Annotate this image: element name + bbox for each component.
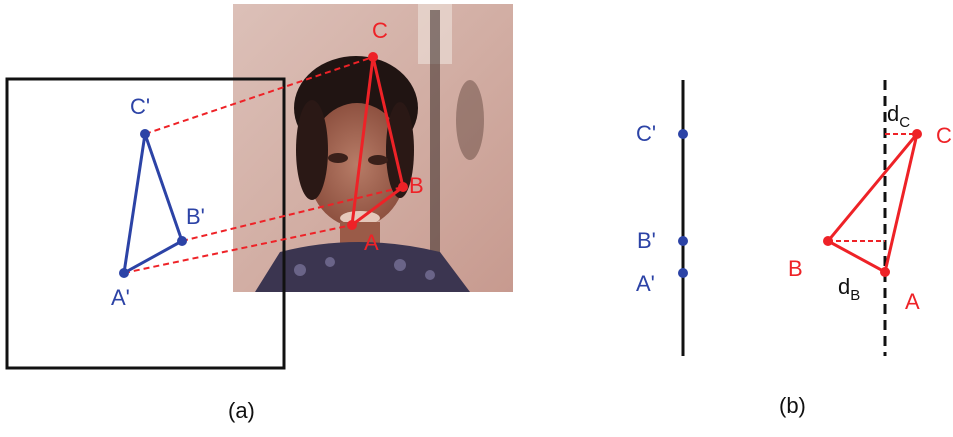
blue-point-a <box>119 268 129 278</box>
correspondence-line-a <box>123 224 353 274</box>
axis-label-a: A' <box>636 271 655 296</box>
distance-label-db-base: d <box>838 274 850 299</box>
distance-label-dc-sub: C <box>899 114 910 131</box>
red-triangle-b <box>823 129 922 277</box>
caption-b: (b) <box>779 393 806 418</box>
distance-label-dc-base: d <box>887 101 899 126</box>
red-label-b: B <box>409 173 424 198</box>
red-point-b <box>398 182 408 192</box>
axis-label-c: C' <box>636 121 656 146</box>
red-label-c-b: C <box>936 123 952 148</box>
red-point-a-b <box>880 267 890 277</box>
axis-point-b <box>678 236 688 246</box>
detection-box <box>5 77 286 370</box>
distance-label-db-sub: B <box>850 287 860 304</box>
red-label-a-b: A <box>905 289 920 314</box>
distance-label-dc: dC <box>887 101 910 131</box>
blue-triangle-a <box>119 129 187 278</box>
correspondence-line-b <box>181 186 404 242</box>
blue-point-c <box>140 129 150 139</box>
distance-label-db: dB <box>838 274 860 304</box>
blue-point-b <box>177 236 187 246</box>
axis-label-b: B' <box>637 228 656 253</box>
red-point-c-b <box>912 129 922 139</box>
red-point-b-b <box>823 236 833 246</box>
blue-label-b: B' <box>186 204 205 229</box>
red-label-c: C <box>372 18 388 43</box>
caption-a: (a) <box>228 398 255 423</box>
red-point-c <box>368 52 378 62</box>
axis-point-a <box>678 268 688 278</box>
correspondence-lines <box>123 56 404 274</box>
blue-label-a: A' <box>111 285 130 310</box>
correspondence-line-c <box>144 56 374 135</box>
blue-label-c: C' <box>130 94 150 119</box>
axis-point-c <box>678 129 688 139</box>
red-label-a: A <box>364 230 379 255</box>
red-label-b-b: B <box>788 256 803 281</box>
red-triangle-a <box>347 52 408 230</box>
red-point-a <box>347 220 357 230</box>
